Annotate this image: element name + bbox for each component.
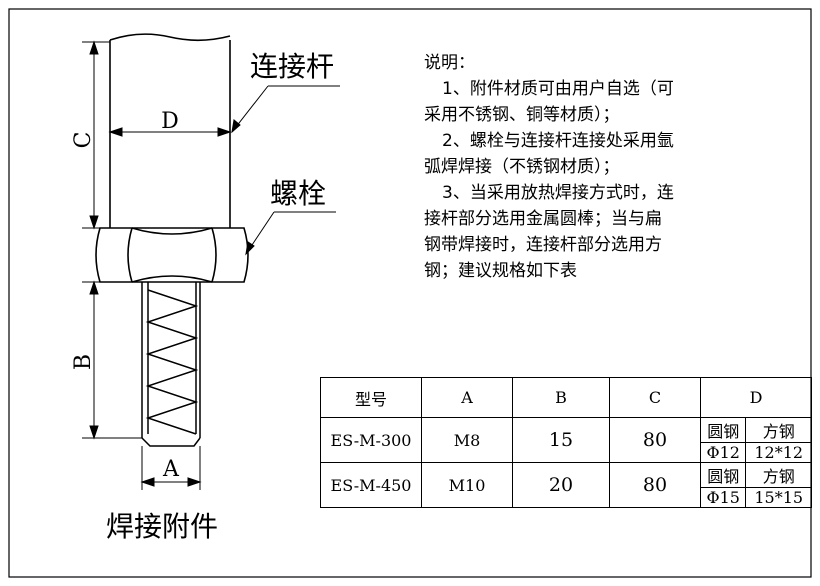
d-sub-header-round: 圆钢	[701, 463, 747, 488]
note-line: 钢；建议规格如下表	[424, 261, 577, 281]
dimension-c	[82, 40, 110, 230]
drawing-title: 焊接附件	[106, 510, 218, 543]
cell-a: M8	[421, 417, 513, 463]
cell-c: 80	[609, 417, 701, 463]
threaded-bolt	[141, 282, 201, 447]
cell-d-round: Φ15	[701, 487, 747, 507]
dimension-a	[140, 446, 202, 490]
cell-d: 圆钢 方钢 Φ15 15*15	[700, 462, 812, 508]
notes-block: 说明： 1、附件材质可由用户自选（可 采用不锈钢、铜等材质）； 2、螺栓与连接杆…	[424, 50, 754, 284]
cell-d: 圆钢 方钢 Φ12 12*12	[700, 417, 812, 463]
note-line: 3、当采用放热焊接方式时，连	[442, 183, 674, 203]
cell-d-square: 12*12	[745, 442, 811, 462]
spec-table: 型号 A B C D ES-M-300 M8 15 80 圆钢 方钢 Φ12 1…	[320, 377, 812, 508]
header-d: D	[700, 377, 812, 418]
cell-model: ES-M-300	[320, 417, 422, 463]
dimension-d	[108, 127, 232, 137]
d-sub-header-square: 方钢	[745, 463, 811, 488]
d-sub-header-square: 方钢	[745, 418, 811, 443]
table-row: ES-M-450 M10 20 80 圆钢 方钢 Φ15 15*15	[320, 462, 812, 508]
note-line: 2、螺栓与连接杆连接处采用氩	[442, 131, 674, 151]
table-row: ES-M-300 M8 15 80 圆钢 方钢 Φ12 12*12	[320, 417, 812, 463]
d-subtable: 圆钢 方钢 Φ12 12*12	[701, 418, 811, 462]
rod-leader	[231, 85, 340, 134]
dimension-b	[82, 280, 142, 440]
note-line: 接杆部分选用金属圆棒；当与扁	[424, 209, 662, 229]
connecting-rod	[109, 33, 231, 228]
dim-d-label: D	[161, 109, 179, 134]
rod-label: 连接杆	[250, 50, 334, 83]
note-line: 弧焊焊接（不锈钢材质）；	[424, 157, 620, 177]
cell-d-round: Φ12	[701, 442, 747, 462]
cell-b: 15	[512, 417, 610, 463]
dim-c-label: C	[71, 132, 96, 149]
d-subtable: 圆钢 方钢 Φ15 15*15	[701, 463, 811, 507]
bolt-leader	[245, 211, 336, 256]
d-sub-header-round: 圆钢	[701, 418, 747, 443]
note-line: 钢带焊接时，连接杆部分选用方	[424, 235, 662, 255]
header-model: 型号	[320, 377, 422, 418]
header-c: C	[609, 377, 701, 418]
notes-heading: 说明：	[424, 53, 475, 73]
note-line: 1、附件材质可由用户自选（可	[442, 79, 674, 99]
cell-model: ES-M-450	[320, 462, 422, 508]
spec-header-row: 型号 A B C D	[320, 377, 812, 418]
header-a: A	[421, 377, 513, 418]
cell-b: 20	[512, 462, 610, 508]
header-b: B	[512, 377, 610, 418]
drawing-frame	[8, 8, 812, 578]
dim-b-label: B	[71, 354, 96, 370]
cell-d-square: 15*15	[745, 487, 811, 507]
hex-nut	[95, 227, 249, 283]
cell-a: M10	[421, 462, 513, 508]
bolt-label: 螺栓	[270, 177, 326, 210]
note-line: 采用不锈钢、铜等材质）；	[424, 105, 620, 125]
dim-a-label: A	[162, 457, 180, 482]
cell-c: 80	[609, 462, 701, 508]
